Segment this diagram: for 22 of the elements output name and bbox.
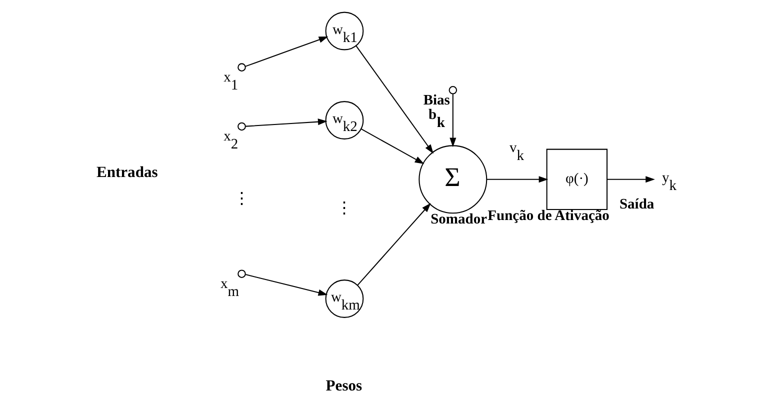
arrow	[606, 176, 654, 183]
node-circle	[237, 270, 246, 278]
arrow	[355, 45, 433, 154]
label: Pesos	[325, 378, 362, 395]
label: ⋮	[336, 198, 353, 218]
node-label: Saída	[618, 196, 654, 213]
arrow	[356, 202, 430, 286]
node-label: Bias	[422, 92, 450, 108]
arrow	[245, 274, 328, 296]
node-circle	[237, 63, 246, 72]
node-label: Função de Ativação	[487, 208, 609, 224]
label: Entradas	[96, 164, 158, 181]
node-label: Somador	[430, 212, 487, 228]
node-circle	[448, 86, 457, 94]
arrow	[244, 36, 328, 67]
arrow	[449, 94, 456, 148]
arrow	[245, 118, 327, 127]
arrow	[360, 128, 424, 164]
node-box: φ(·)	[546, 148, 608, 210]
arrow	[486, 176, 548, 183]
label: ⋮	[232, 189, 250, 208]
node-circle	[237, 122, 246, 131]
